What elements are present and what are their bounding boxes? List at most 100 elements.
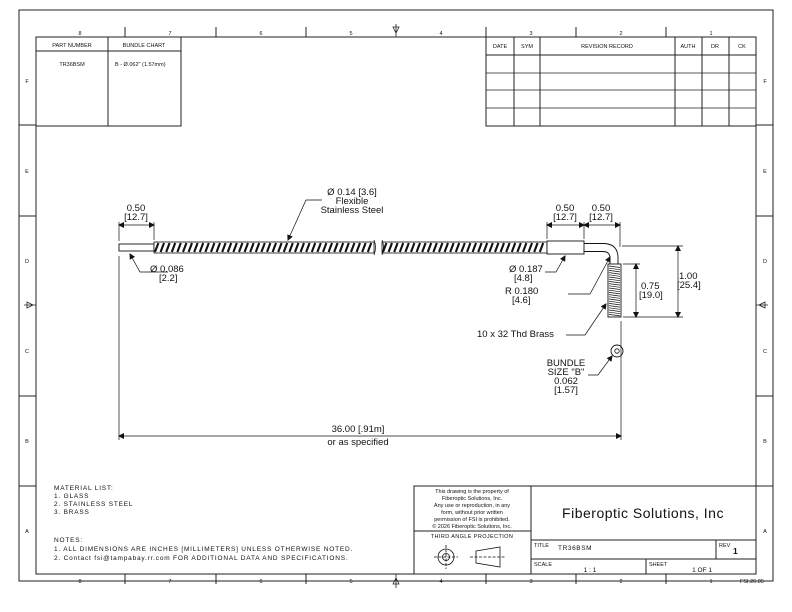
third-angle-projection-icon	[434, 545, 506, 569]
ferrule-length-value: 0.50	[556, 203, 575, 214]
ferrule-diameter-mm: [4.8]	[514, 273, 533, 284]
rev-header-ck: CK	[738, 44, 746, 50]
zone-row-right-f: F	[763, 79, 767, 85]
bundle-label-1: BUNDLE	[547, 358, 586, 369]
property-line: Fiberoptic Solutions, Inc.	[442, 496, 503, 502]
zone-row-left-c: C	[25, 349, 29, 355]
total-height-value: 1.00	[679, 271, 698, 282]
zone-row-labels-right: F E D C B A	[763, 79, 767, 535]
ferrule-length-mm: [12.7]	[553, 212, 577, 223]
scale-value: 1 : 1	[584, 567, 597, 574]
zone-col-top-1: 8	[78, 31, 81, 37]
bend-length-value: 0.50	[592, 203, 611, 214]
overall-length-value: 36.00 [.91m]	[332, 424, 385, 435]
tip-length-mm: [12.7]	[124, 212, 148, 223]
note-item: 1. ALL DIMENSIONS ARE INCHES [MILLIMETER…	[54, 546, 353, 553]
part-table: PART NUMBER BUNDLE CHART TR36BSM B - Ø.0…	[35, 36, 182, 127]
zone-col-bottom-4: 5	[349, 579, 352, 585]
bundle-chart-header: BUNDLE CHART	[123, 43, 166, 49]
overall-length-note: or as specified	[327, 437, 388, 448]
company-name: Fiberoptic Solutions, Inc	[562, 505, 724, 521]
thread-pattern	[608, 265, 621, 317]
bundle-chart-value: B - Ø.062" (1.57mm)	[115, 62, 166, 68]
sheet-value: 1 OF 1	[692, 567, 712, 574]
rev-label: REV	[719, 543, 731, 549]
material-title: MATERIAL LIST:	[54, 485, 114, 492]
tip-length-value: 0.50	[127, 203, 146, 214]
property-line: This drawing is the property of	[435, 489, 509, 495]
note-item: 2. Contact fsi@tampabay.rr.com FOR ADDIT…	[54, 555, 349, 562]
title-value: TR36BSM	[558, 545, 592, 552]
bundle-label-3: 0.062	[554, 376, 578, 387]
rev-header-dr: DR	[711, 44, 719, 50]
notes-title: NOTES:	[54, 537, 83, 544]
total-height-mm: [25.4]	[677, 280, 701, 291]
zone-col-bottom-3: 6	[259, 579, 262, 585]
zone-col-top-6: 3	[529, 31, 532, 37]
revision-table: DATE SYM REVISION RECORD AUTH DR CK	[485, 36, 757, 127]
notes: NOTES: 1. ALL DIMENSIONS ARE INCHES [MIL…	[54, 537, 353, 562]
ferrule	[546, 240, 585, 255]
zone-row-left-d: D	[25, 259, 29, 265]
break-line	[373, 239, 384, 256]
zone-row-labels-left: F E D C B A	[25, 79, 29, 535]
part-number-header: PART NUMBER	[52, 43, 91, 49]
bundle-end-view-inner	[614, 348, 620, 354]
bend-length-mm: [12.7]	[589, 212, 613, 223]
zone-row-left-e: E	[25, 169, 29, 175]
center-mark-right-icon	[756, 301, 768, 309]
flexible-sheath-left	[153, 241, 375, 254]
property-line: Any use or reproduction, in any	[434, 503, 510, 509]
rev-header-date: DATE	[493, 44, 508, 50]
property-line: form, without prior written	[441, 510, 503, 516]
material-item: 2. STAINLESS STEEL	[54, 501, 133, 508]
zone-col-top-7: 2	[619, 31, 622, 37]
ferrule-diameter-value: Ø 0.187	[509, 264, 543, 275]
title-block: This drawing is the property of Fiberopt…	[413, 485, 757, 575]
brass-bend	[584, 243, 619, 264]
zone-col-top-5: 4	[439, 31, 442, 37]
zone-col-top-8: 1	[709, 31, 712, 37]
thread-length-mm: [19.0]	[639, 290, 663, 301]
scale-label: SCALE	[534, 562, 552, 568]
property-line: permission of FSI is prohibited.	[434, 517, 510, 523]
part-number-value: TR36BSM	[59, 62, 85, 68]
tip-diameter-value: Ø 0.086	[150, 264, 184, 275]
title-label: TITLE	[534, 543, 549, 549]
zone-row-left-f: F	[25, 79, 29, 85]
material-item: 1. GLASS	[54, 493, 89, 500]
zone-column-labels-top: 8 7 6 5 4 3 2 1	[78, 31, 712, 37]
bundle-label-4: [1.57]	[554, 385, 578, 396]
rev-header-auth: AUTH	[681, 44, 696, 50]
bundle-label-2: SIZE "B"	[548, 367, 585, 378]
inner-border	[35, 36, 757, 575]
zone-col-top-4: 5	[349, 31, 352, 37]
zone-col-bottom-7: 2	[619, 579, 622, 585]
property-notice: This drawing is the property of Fiberopt…	[432, 489, 512, 530]
dimension-lines	[118, 199, 683, 440]
zone-column-labels-bottom: 8 7 6 5 4 3 2 1	[78, 579, 712, 585]
rev-value: 1	[733, 546, 738, 556]
zone-row-right-e: E	[763, 169, 767, 175]
zone-row-right-c: C	[763, 349, 767, 355]
zone-row-right-a: A	[763, 529, 767, 535]
zone-col-bottom-2: 7	[168, 579, 171, 585]
radius-value: R 0.180	[505, 286, 538, 297]
rev-header-record: REVISION RECORD	[581, 44, 633, 50]
zone-col-top-2: 7	[168, 31, 171, 37]
zone-col-top-3: 6	[259, 31, 262, 37]
thread-spec: 10 x 32 Thd Brass	[477, 329, 554, 340]
material-list: MATERIAL LIST: 1. GLASS 2. STAINLESS STE…	[54, 485, 133, 516]
sheet-label: SHEET	[649, 562, 668, 568]
center-mark-left-icon	[24, 301, 36, 309]
zone-row-right-b: B	[763, 439, 767, 445]
zone-col-bottom-5: 4	[439, 579, 442, 585]
fiber-bundle-drawing	[118, 239, 624, 358]
zone-row-right-d: D	[763, 259, 767, 265]
center-mark-bottom-icon	[392, 574, 400, 588]
zone-col-bottom-8: 1	[709, 579, 712, 585]
center-mark-top-icon	[392, 24, 400, 37]
thread-length-value: 0.75	[641, 281, 660, 292]
flex-line-2: Flexible	[336, 196, 369, 207]
